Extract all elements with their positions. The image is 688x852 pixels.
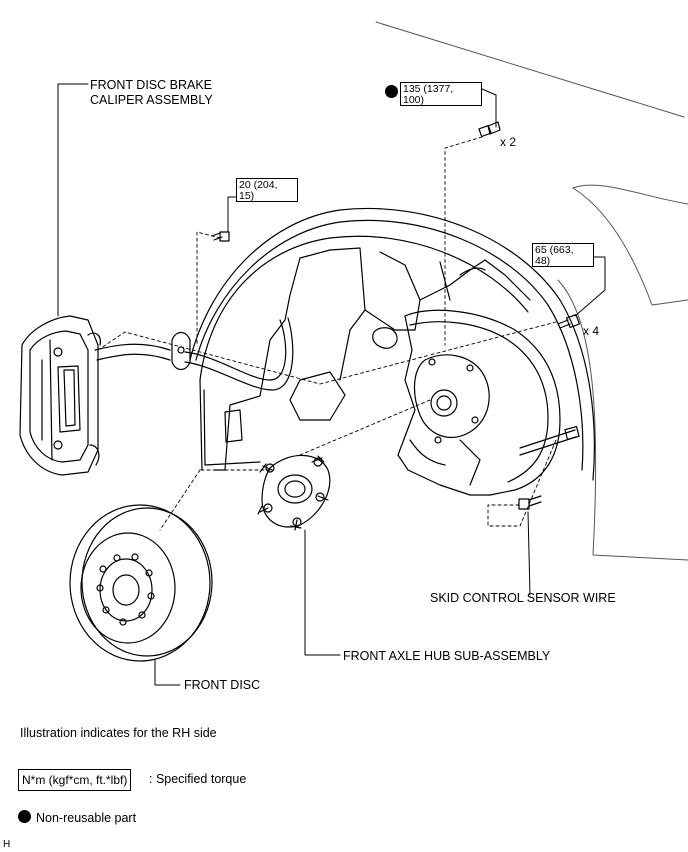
brake-disc [69, 504, 213, 662]
hose-bolt-icon [211, 231, 230, 242]
sensor-connector-icon [518, 495, 542, 510]
qty-knuckle-bolt: x 4 [583, 324, 600, 338]
hub-label: FRONT AXLE HUB SUB-ASSEMBLY [343, 649, 551, 663]
torque-hub-bolt: 135 (1377, 100) [400, 82, 482, 106]
torque-hose-bolt: 20 (204, 15) [236, 178, 298, 202]
nonreusable-legend-text: Non-reusable part [36, 811, 137, 825]
knuckle-bolt-icon [557, 313, 581, 329]
side-note: Illustration indicates for the RH side [20, 726, 217, 740]
brake-caliper [19, 315, 101, 476]
corner-mark: H [3, 839, 11, 850]
torque-legend-box: N*m (kgf*cm, ft.*lbf) [18, 769, 132, 791]
axle-hub [257, 454, 331, 531]
skid-sensor-label: SKID CONTROL SENSOR WIRE [430, 591, 616, 605]
leader-lines [57, 83, 606, 686]
wheel-housing [189, 207, 595, 481]
alignment-lines [97, 136, 557, 531]
brake-hose [94, 317, 294, 391]
hub-bolt-icon [478, 121, 501, 138]
torque-legend-text: : Specified torque [149, 772, 247, 786]
caliper-label: FRONT DISC BRAKE CALIPER ASSEMBLY [90, 78, 213, 107]
nonreusable-dot-icon [385, 85, 398, 98]
nonreusable-legend-dot-icon [18, 810, 31, 823]
torque-knuckle-bolt: 65 (663, 48) [532, 243, 594, 267]
disc-label: FRONT DISC [184, 678, 261, 692]
body-panel [375, 21, 688, 561]
qty-hub-bolt: x 2 [500, 135, 517, 149]
steering-knuckle-and-dust-shield [397, 309, 580, 496]
